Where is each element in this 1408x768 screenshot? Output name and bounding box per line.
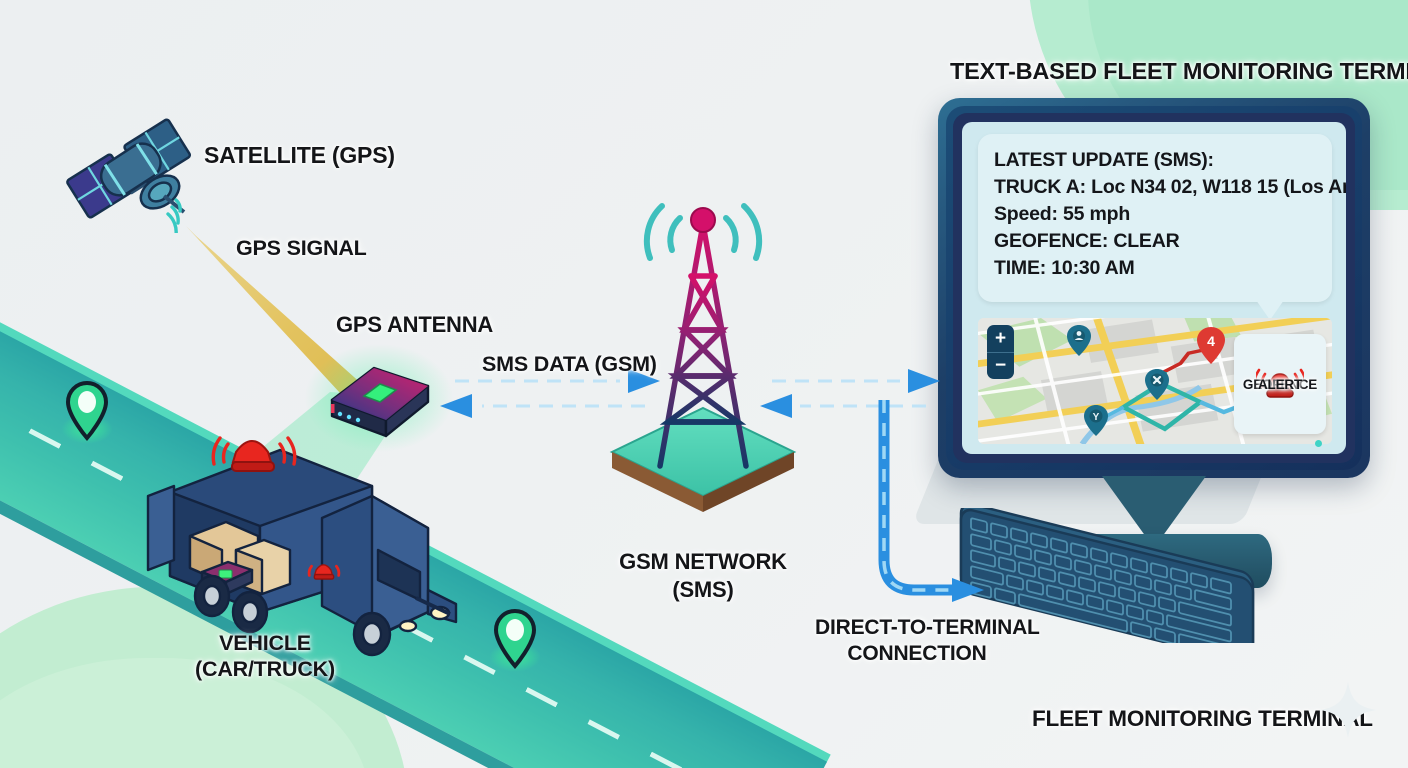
label-gsm-line1: GSM NETWORK (619, 549, 787, 574)
sms-line-truck: TRUCK A: Loc N34 02, W118 15 (Los Angele… (994, 176, 1346, 198)
label-direct-line1: DIRECT-TO-TERMINAL (815, 616, 1040, 639)
label-vehicle-line2: (CAR/TRUCK) (195, 657, 335, 681)
geofence-alert-line1: GEOFENCE (1242, 376, 1318, 392)
minimap-alert-count: 4 (1207, 333, 1215, 349)
label-gps-signal: GPS SIGNAL (236, 236, 367, 260)
sms-line-speed: Speed: 55 mph (994, 203, 1131, 225)
sms-heading: LATEST UPDATE (SMS): (994, 149, 1214, 171)
sms-line-time: TIME: 10:30 AM (994, 257, 1135, 279)
minimap-zoom-control[interactable]: + − (987, 325, 1014, 379)
label-fleet-terminal: FLEET MONITORING TERMINAL (1032, 706, 1373, 731)
zoom-in-button[interactable]: + (994, 327, 1007, 349)
map-pin-road-left (61, 380, 113, 444)
zoom-out-button[interactable]: − (994, 355, 1007, 377)
monitor-power-indicator (1315, 440, 1322, 447)
fleet-monitoring-monitor: LATEST UPDATE (SMS): TRUCK A: Loc N34 02… (938, 98, 1370, 588)
label-gsm-line2: (SMS) (672, 577, 734, 602)
label-gsm-network: GSM NETWORK (SMS) (585, 548, 821, 604)
monitor-screen: LATEST UPDATE (SMS): TRUCK A: Loc N34 02… (962, 122, 1346, 454)
label-direct-to-terminal: DIRECT-TO-TERMINAL CONNECTION (815, 615, 1040, 667)
geofence-alert-line2: ALERT (1258, 376, 1302, 392)
label-gps-antenna: GPS ANTENNA (336, 312, 494, 337)
minimap-marker-wrench[interactable] (1144, 368, 1170, 402)
label-vehicle: VEHICLE (CAR/TRUCK) (165, 630, 365, 682)
vehicle-truck (140, 400, 480, 660)
satellite-gps-icon (60, 108, 200, 233)
svg-text:Y: Y (1093, 412, 1100, 423)
label-direct-line2: CONNECTION (847, 642, 987, 665)
sparkle-decor-icon (1318, 680, 1378, 740)
terminal-minimap: + − (978, 318, 1332, 444)
label-terminal-title: TEXT-BASED FLEET MONITORING TERMINAL (950, 58, 1408, 84)
label-sms-data: SMS DATA (GSM) (482, 352, 657, 376)
geofence-alert-badge[interactable]: GEOFENCE ALERT (1234, 334, 1326, 434)
label-vehicle-line1: VEHICLE (219, 631, 311, 655)
sms-line-geofence: GEOFENCE: CLEAR (994, 230, 1180, 252)
map-pin-road-right (489, 608, 541, 672)
minimap-marker-alert[interactable]: 4 (1196, 326, 1226, 366)
truck-alarm-icon (211, 436, 297, 472)
zoom-divider (987, 351, 1014, 353)
truck-inner-alarm-icon (307, 564, 341, 580)
minimap-marker-y[interactable]: Y (1083, 404, 1109, 438)
keyboard[interactable] (955, 508, 1265, 643)
gps-antenna-device (302, 342, 456, 454)
gsm-tower (588, 190, 818, 530)
sms-update-panel: LATEST UPDATE (SMS): TRUCK A: Loc N34 02… (978, 134, 1346, 302)
minimap-marker-person[interactable] (1066, 324, 1092, 358)
alarm-bell-icon (1256, 368, 1304, 398)
sms-panel-tail (1256, 300, 1284, 320)
label-satellite: SATELLITE (GPS) (204, 142, 395, 168)
